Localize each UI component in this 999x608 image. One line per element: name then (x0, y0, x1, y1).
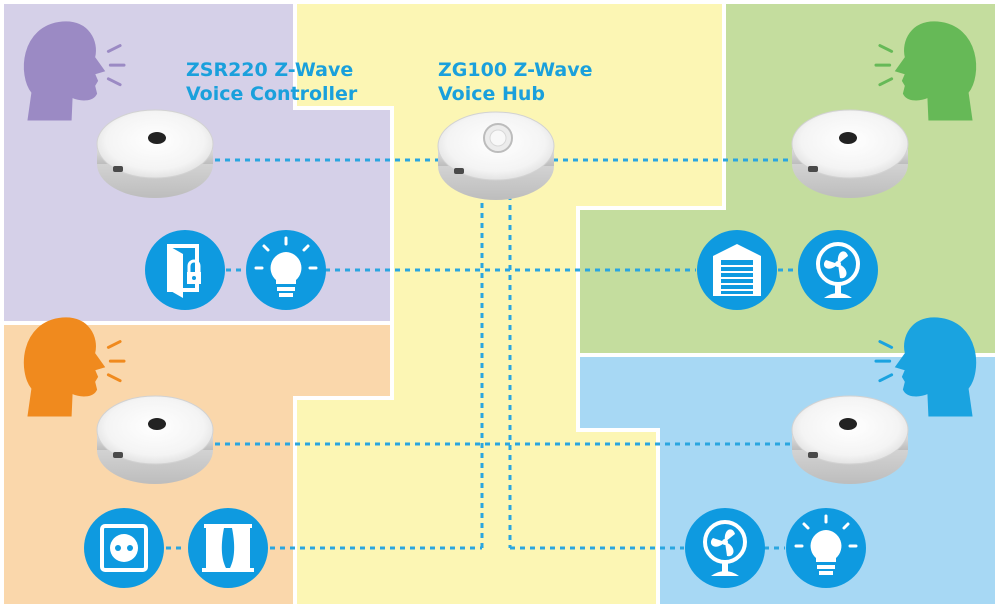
voice-hub-device (437, 111, 555, 201)
hub-label: ZG100 Z-Wave Voice Hub (438, 58, 593, 106)
controller-label: ZSR220 Z-Wave Voice Controller (186, 58, 357, 106)
hub-label-line1: ZG100 Z-Wave (438, 59, 593, 81)
power-socket-icon (84, 508, 164, 588)
garage-door-icon (697, 230, 777, 310)
fan-icon (685, 508, 765, 588)
controller-label-line2: Voice Controller (186, 83, 358, 105)
voice-controller-green (791, 109, 909, 199)
hub-label-line2: Voice Hub (438, 83, 546, 105)
controller-label-line1: ZSR220 Z-Wave (186, 59, 354, 81)
connection-lines (166, 158, 798, 550)
curtains-icon (188, 508, 268, 588)
door-lock-icon (145, 230, 225, 310)
light-bulb-icon (786, 508, 866, 588)
voice-controller-blue (791, 395, 909, 485)
voice-controller-orange (96, 395, 214, 485)
light-bulb-icon (246, 230, 326, 310)
voice-controller-purple (96, 109, 214, 199)
fan-icon (798, 230, 878, 310)
